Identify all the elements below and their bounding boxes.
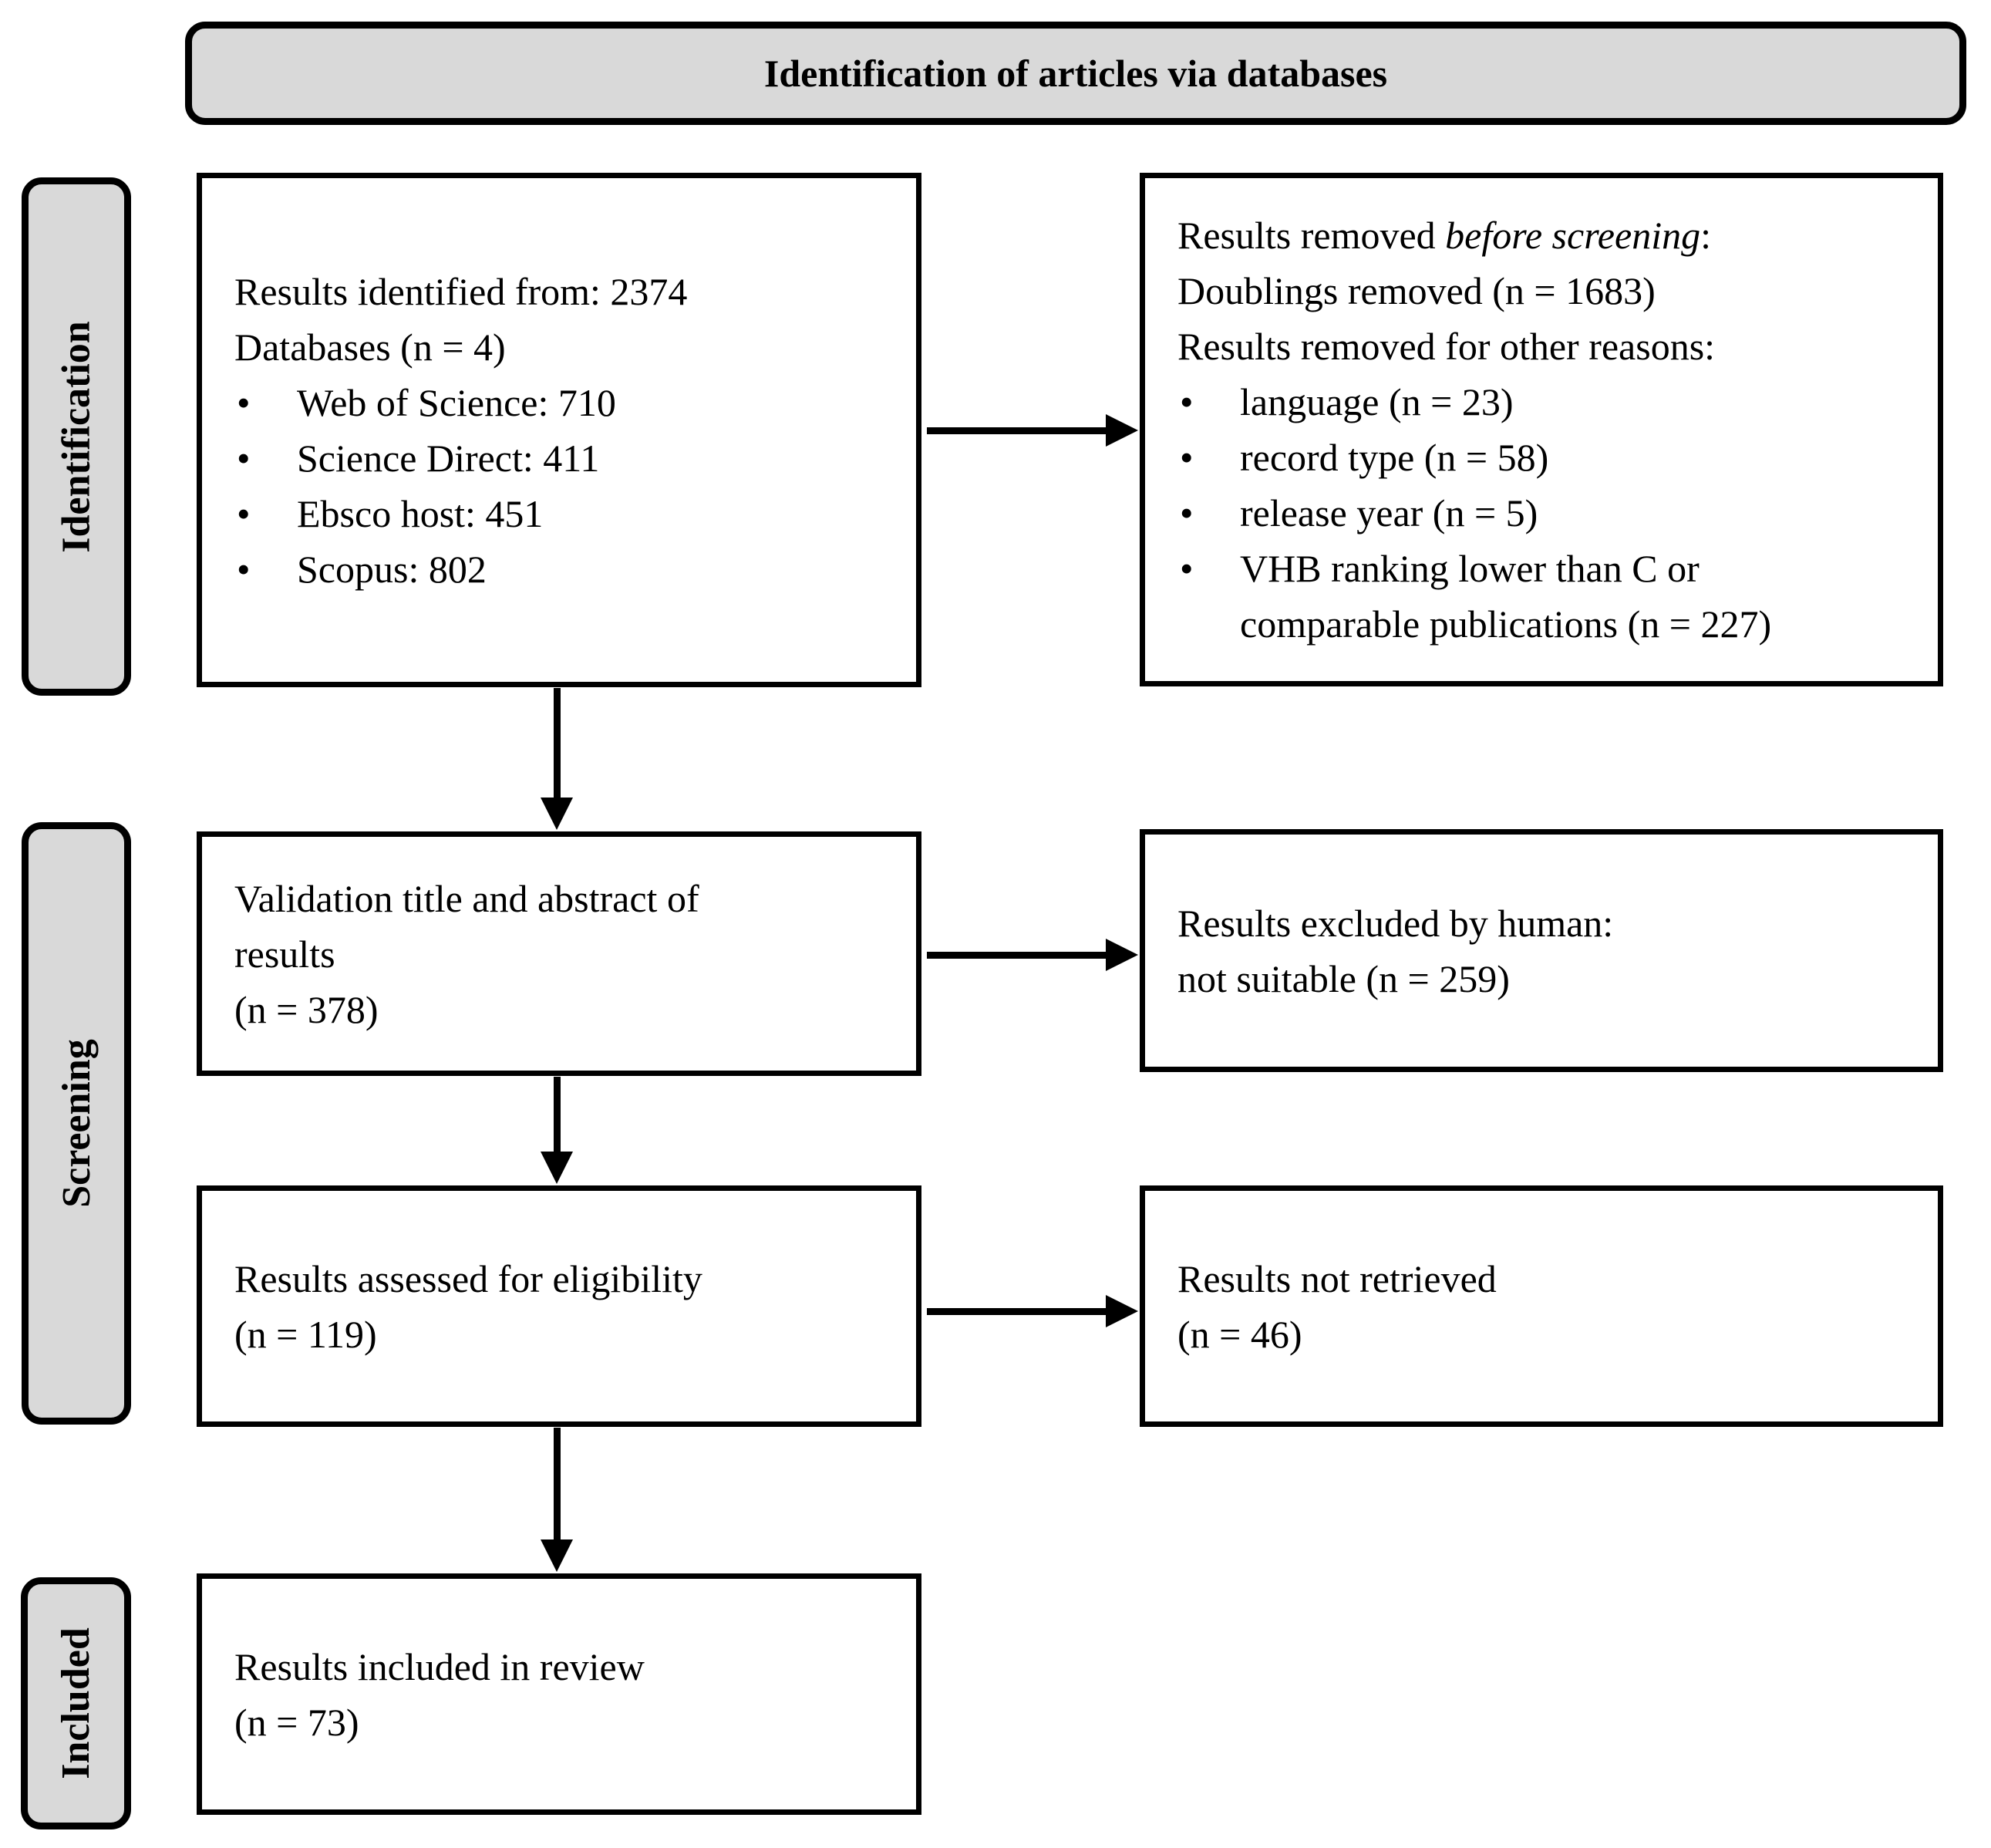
box-results-removed: Results removed before screening: Doubli…: [1140, 173, 1943, 686]
removed-line-3: Results removed for other reasons:: [1177, 325, 1716, 368]
not-retrieved-line-2: (n = 46): [1177, 1312, 1302, 1356]
assessed-line-2: (n = 119): [234, 1312, 377, 1356]
identified-bullet-4: • Scopus: 802: [237, 541, 893, 597]
box-assessed-eligibility: Results assessed for eligibility (n = 11…: [197, 1185, 921, 1427]
removed-bullet-2: • record type (n = 58): [1180, 430, 1915, 485]
included-line-1: Results included in review: [234, 1644, 645, 1688]
removed-line-1: Results removed before screening:: [1177, 214, 1711, 257]
removed-line-2: Doublings removed (n = 1683): [1177, 269, 1656, 312]
bullet-icon: •: [1180, 380, 1194, 423]
arrowhead-down-icon: [541, 1539, 573, 1572]
bullet-icon: •: [1180, 547, 1194, 590]
bullet-icon: •: [237, 547, 251, 591]
box-validation: Validation title and abstract of results…: [197, 831, 921, 1076]
bullet-icon: •: [237, 491, 251, 535]
validation-line-3: (n = 378): [234, 987, 379, 1031]
arrowhead-down-icon: [541, 1152, 573, 1184]
excluded-line-1: Results excluded by human:: [1177, 901, 1614, 945]
arrowhead-right-icon: [1106, 939, 1138, 971]
header-title: Identification of articles via databases: [763, 52, 1388, 95]
arrowhead-down-icon: [541, 798, 573, 830]
validation-line-1: Validation title and abstract of: [234, 876, 699, 920]
identified-bullet-1: • Web of Science: 710: [237, 375, 893, 430]
box-included-in-review: Results included in review (n = 73): [197, 1573, 921, 1815]
identified-bullet-2: • Science Direct: 411: [237, 430, 893, 486]
bullet-icon: •: [1180, 436, 1194, 479]
included-line-2: (n = 73): [234, 1700, 359, 1744]
bullet-icon: •: [1180, 491, 1194, 535]
arrowhead-right-icon: [1106, 414, 1138, 447]
identified-bullet-3: • Ebsco host: 451: [237, 486, 893, 541]
identified-line-1: Results identified from: 2374: [234, 269, 688, 313]
box-results-identified: Results identified from: 2374 Databases …: [197, 173, 921, 687]
stage-label-included: Included: [21, 1577, 131, 1829]
arrowhead-right-icon: [1106, 1295, 1138, 1327]
assessed-line-1: Results assessed for eligibility: [234, 1256, 702, 1300]
identified-line-2: Databases (n = 4): [234, 325, 506, 369]
removed-bullet-3: • release year (n = 5): [1180, 485, 1915, 541]
stage-label-screening: Screening: [22, 822, 131, 1425]
not-retrieved-line-1: Results not retrieved: [1177, 1256, 1497, 1300]
stage-label-identification: Identification: [22, 177, 131, 696]
box-excluded-by-human: Results excluded by human: not suitable …: [1140, 829, 1943, 1072]
removed-bullet-1: • language (n = 23): [1180, 374, 1915, 430]
box-not-retrieved: Results not retrieved (n = 46): [1140, 1185, 1943, 1427]
excluded-line-2: not suitable (n = 259): [1177, 956, 1510, 1000]
bullet-icon: •: [237, 380, 251, 424]
header-banner: Identification of articles via databases: [185, 22, 1966, 125]
bullet-icon: •: [237, 436, 251, 480]
validation-line-2: results: [234, 932, 335, 976]
removed-bullet-4: • VHB ranking lower than C or comparable…: [1180, 541, 1915, 652]
removed-line-1-italic: before screening: [1445, 214, 1701, 257]
